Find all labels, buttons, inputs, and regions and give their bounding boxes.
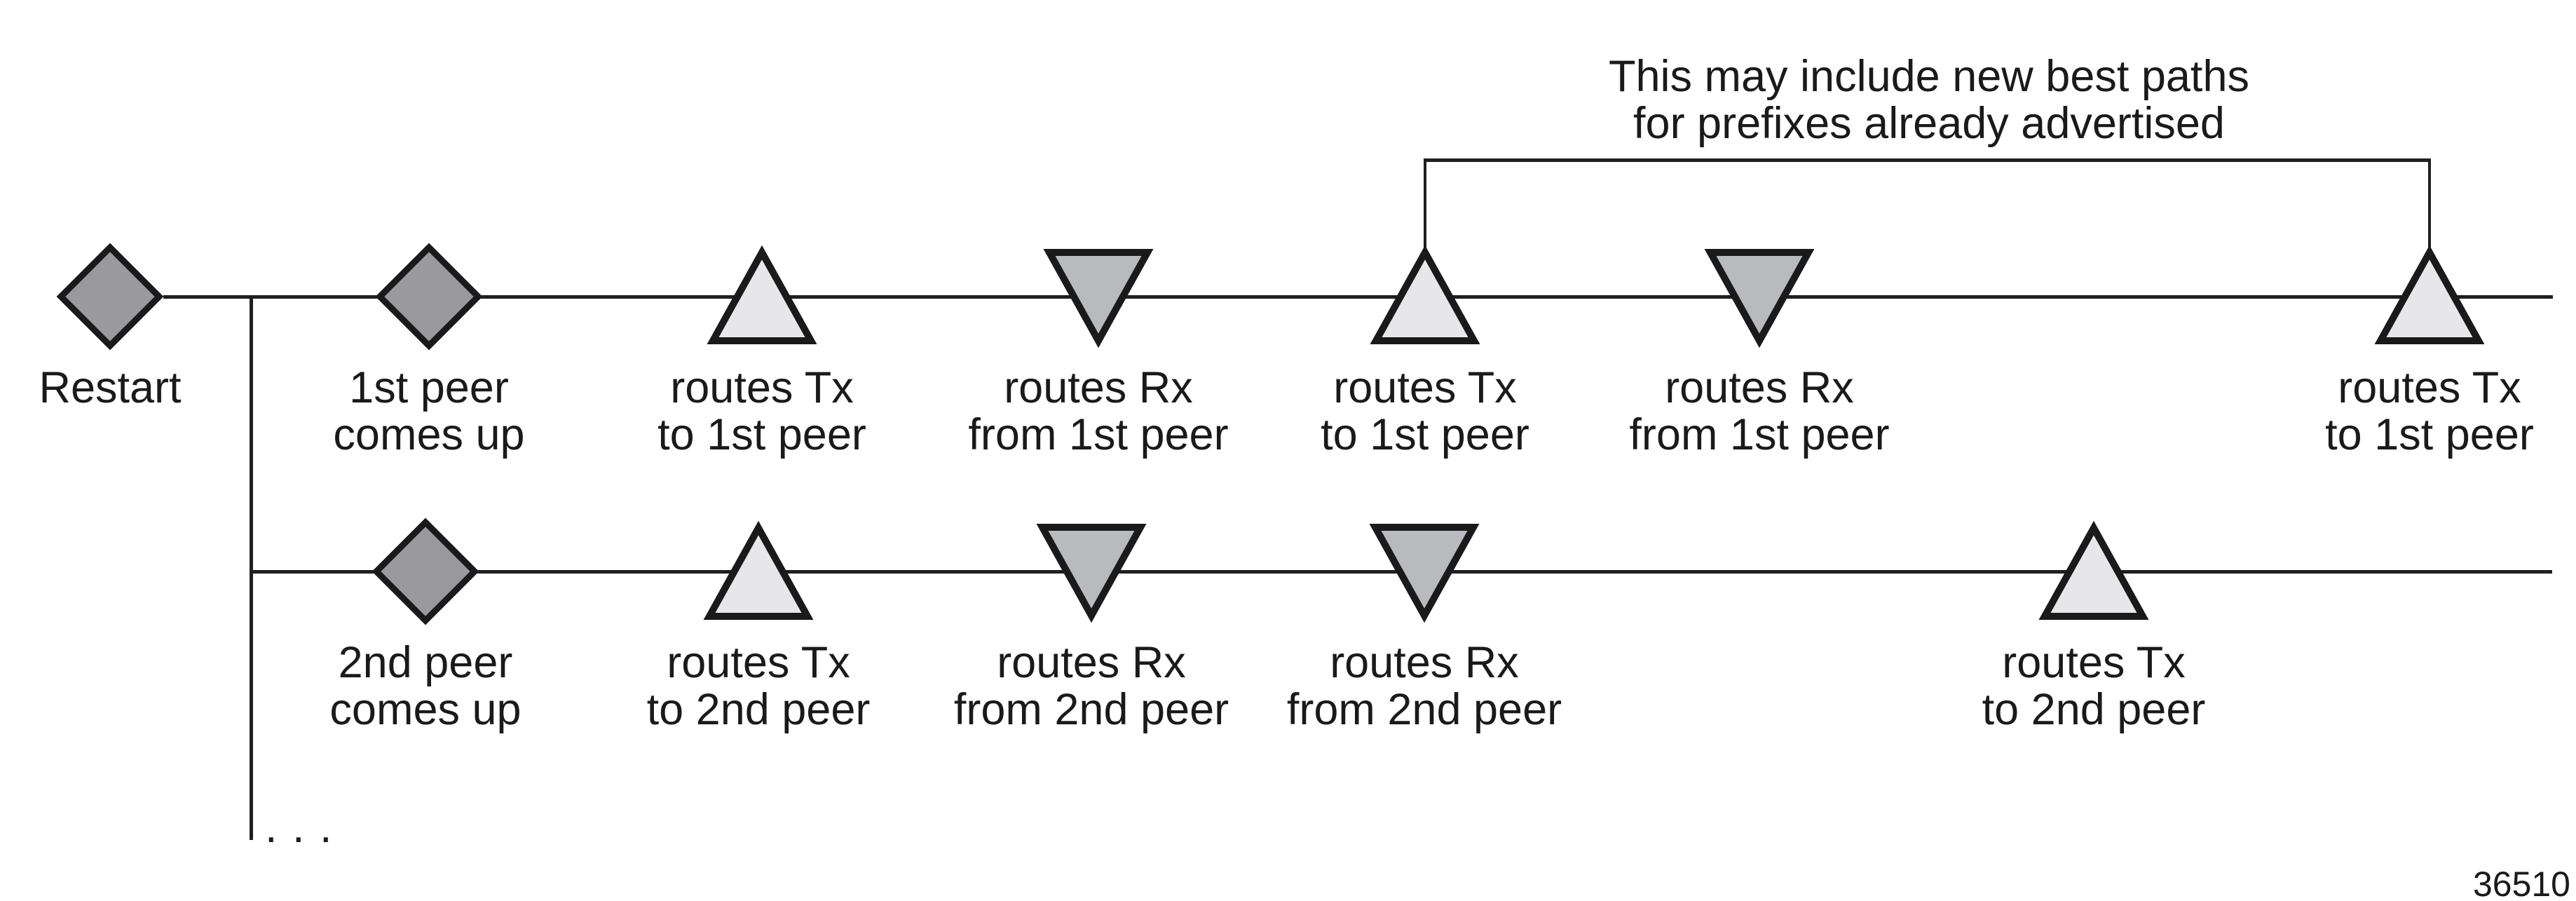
event-label-line1: Restart <box>39 363 182 412</box>
event-label: routes Rx from 1st peer <box>1584 363 1935 460</box>
event-label-line2: comes up <box>329 685 522 735</box>
bracket-right-drop-line <box>2428 158 2431 250</box>
event-label: routes Tx to 1st peer <box>587 363 937 460</box>
event-label: 2nd peer comes up <box>250 639 601 734</box>
event-label-line1: routes Rx <box>1330 638 1519 687</box>
routes-tx-up-triangle-icon <box>703 520 814 620</box>
routes-tx-up-triangle-icon <box>2038 520 2149 620</box>
routes-rx-down-triangle-icon <box>1704 249 1815 348</box>
event-label-line1: routes Rx <box>1004 363 1193 412</box>
event-label: routes Rx from 2nd peer <box>1249 639 1600 734</box>
routes-rx-down-triangle-icon <box>1036 524 1147 623</box>
event-label-line2: to 1st peer <box>1321 410 1529 460</box>
routes-tx-up-triangle-icon <box>2374 245 2485 344</box>
event-label: 1st peer comes up <box>254 363 604 460</box>
bracket-top-line <box>1424 158 2431 162</box>
event-label-line1: routes Tx <box>2002 638 2186 687</box>
branch-vertical-line <box>250 295 253 840</box>
event-label: routes Tx to 1st peer <box>1250 363 1600 460</box>
figure-number: 36510 <box>2472 865 2570 901</box>
event-label-line2: to 2nd peer <box>1982 685 2206 735</box>
event-label: routes Rx from 2nd peer <box>916 639 1267 734</box>
event-label-line1: routes Tx <box>2338 363 2521 412</box>
event-label-line1: routes Rx <box>997 638 1186 687</box>
event-label-line1: routes Tx <box>1333 363 1517 412</box>
event-label-line2: to 1st peer <box>2325 410 2534 460</box>
event-label-line2: from 2nd peer <box>953 685 1229 735</box>
peer-comes-up-diamond-icon <box>372 517 479 625</box>
event-label-line1: routes Rx <box>1665 363 1854 412</box>
event-label-line1: 2nd peer <box>338 638 513 687</box>
routes-rx-down-triangle-icon <box>1369 524 1480 623</box>
event-label-line2: comes up <box>333 410 525 460</box>
event-label: routes Tx to 1st peer <box>2254 363 2576 460</box>
bracket-left-drop-line <box>1424 158 1426 249</box>
event-label-line2: from 1st peer <box>1629 410 1890 460</box>
event-label-line2: to 2nd peer <box>646 685 871 735</box>
more-peers-ellipsis: . . . <box>265 803 334 852</box>
routes-rx-down-triangle-icon <box>1043 249 1154 348</box>
annotation-line1: This may include new best paths <box>1609 52 2249 101</box>
event-label-line2: from 1st peer <box>968 410 1229 460</box>
peer-comes-up-diamond-icon <box>375 243 483 351</box>
annotation-line2: for prefixes already advertised <box>1633 99 2225 149</box>
event-label: routes Tx to 2nd peer <box>583 639 934 734</box>
annotation-new-best-paths: This may include new best paths for pref… <box>1438 53 2420 148</box>
event-label-line2: to 1st peer <box>657 410 866 460</box>
event-label-line1: routes Tx <box>667 638 850 687</box>
event-label: Restart <box>0 363 285 412</box>
routes-tx-up-triangle-icon <box>1370 245 1480 344</box>
restart-diamond-icon <box>56 243 164 351</box>
routes-tx-up-triangle-icon <box>707 245 817 344</box>
event-label-line1: routes Tx <box>670 363 854 412</box>
timeline-1st-peer-line <box>163 295 2553 299</box>
event-label-line2: from 2nd peer <box>1286 685 1562 735</box>
event-label-line1: 1st peer <box>349 363 509 412</box>
event-label: routes Tx to 2nd peer <box>1919 639 2269 734</box>
event-label: routes Rx from 1st peer <box>923 363 1274 460</box>
